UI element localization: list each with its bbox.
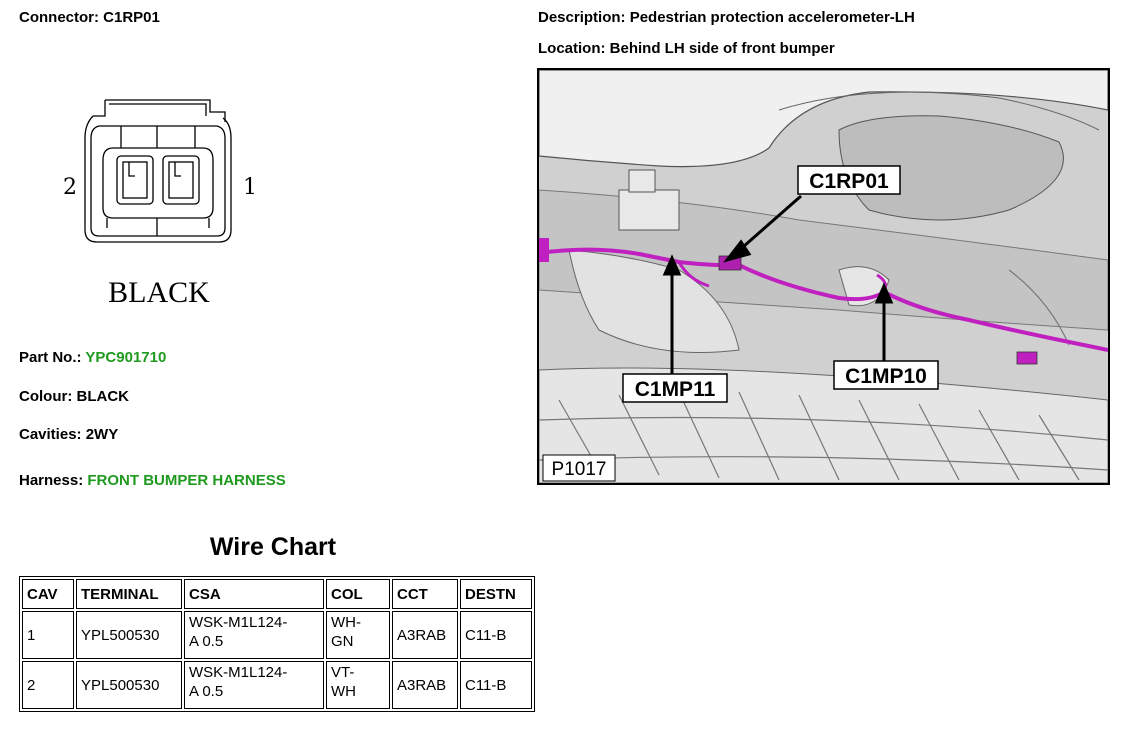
header-cav: CAV bbox=[22, 579, 74, 609]
csa-line-1: WSK-M1L124- bbox=[189, 614, 288, 631]
pin-1-label: 1 bbox=[243, 175, 255, 200]
cell-cav: 1 bbox=[22, 611, 74, 659]
cell-destn: C11-B bbox=[460, 611, 532, 659]
cell-csa: WSK-M1L124- A 0.5 bbox=[184, 661, 324, 709]
connector-value: C1RP01 bbox=[103, 9, 160, 26]
harness-link[interactable]: FRONT BUMPER HARNESS bbox=[87, 472, 286, 489]
cavities-value: 2WY bbox=[85, 426, 119, 443]
pin-2-label: 2 bbox=[63, 175, 77, 200]
col-line-1: VT- bbox=[331, 664, 355, 681]
callout-c1rp01: C1RP01 bbox=[809, 170, 889, 193]
cavities-row: Cavities: 2WY bbox=[19, 426, 118, 443]
colour-row: Colour: BLACK bbox=[19, 388, 129, 405]
connector-color-label: BLACK bbox=[108, 276, 210, 309]
wire-chart-table: CAV TERMINAL CSA COL CCT DESTN 1 YPL5005… bbox=[19, 576, 535, 712]
cell-terminal: YPL500530 bbox=[76, 661, 182, 709]
cavities-label: Cavities: bbox=[19, 426, 82, 443]
table-header-row: CAV TERMINAL CSA COL CCT DESTN bbox=[22, 579, 532, 609]
header-destn: DESTN bbox=[460, 579, 532, 609]
colour-label: Colour: bbox=[19, 388, 73, 405]
location-value: Behind LH side of front bumper bbox=[609, 40, 835, 57]
table-row: 1 YPL500530 WSK-M1L124- A 0.5 WH- GN A3RAB… bbox=[22, 611, 532, 659]
description-label: Description: bbox=[538, 9, 626, 26]
location-row: Location: Behind LH side of front bumper bbox=[538, 40, 835, 57]
cell-cct: A3RAB bbox=[392, 661, 458, 709]
cell-cav: 2 bbox=[22, 661, 74, 709]
description-row: Description: Pedestrian protection accel… bbox=[538, 9, 915, 26]
part-no-label: Part No.: bbox=[19, 349, 82, 366]
location-label: Location: bbox=[538, 40, 606, 57]
harness-label: Harness: bbox=[19, 472, 84, 489]
cell-col: VT- WH bbox=[326, 661, 390, 709]
harness-row: Harness: FRONT BUMPER HARNESS bbox=[19, 472, 286, 489]
part-no-link[interactable]: YPC901710 bbox=[85, 349, 167, 366]
cell-col: WH- GN bbox=[326, 611, 390, 659]
part-no-row: Part No.: YPC901710 bbox=[19, 349, 166, 366]
description-value: Pedestrian protection accelerometer-LH bbox=[629, 9, 915, 26]
callout-c1mp10: C1MP10 bbox=[845, 365, 927, 388]
connector-label: Connector: bbox=[19, 9, 99, 26]
csa-line-2: A 0.5 bbox=[189, 683, 224, 700]
col-line-1: WH- bbox=[331, 614, 361, 631]
csa-line-2: A 0.5 bbox=[189, 633, 224, 650]
callout-c1mp11: C1MP11 bbox=[635, 378, 716, 401]
figure-id: P1017 bbox=[552, 459, 607, 480]
cell-cct: A3RAB bbox=[392, 611, 458, 659]
header-csa: CSA bbox=[184, 579, 324, 609]
table-row: 2 YPL500530 WSK-M1L124- A 0.5 VT- WH A3RAB… bbox=[22, 661, 532, 709]
cell-terminal: YPL500530 bbox=[76, 611, 182, 659]
connector-heading: Connector: C1RP01 bbox=[19, 9, 160, 26]
colour-value: BLACK bbox=[76, 388, 130, 405]
header-terminal: TERMINAL bbox=[76, 579, 182, 609]
header-col: COL bbox=[326, 579, 390, 609]
csa-line-1: WSK-M1L124- bbox=[189, 664, 288, 681]
header-cct: CCT bbox=[392, 579, 458, 609]
col-line-2: GN bbox=[331, 633, 354, 650]
cell-destn: C11-B bbox=[460, 661, 532, 709]
col-line-2: WH bbox=[331, 683, 356, 700]
wire-chart-title: Wire Chart bbox=[209, 533, 337, 561]
connector-face-diagram: 2 1 BLACK bbox=[63, 99, 255, 309]
cell-csa: WSK-M1L124- A 0.5 bbox=[184, 611, 324, 659]
location-photo: C1RP01 C1MP11 C1MP10 P1017 bbox=[537, 68, 1110, 485]
